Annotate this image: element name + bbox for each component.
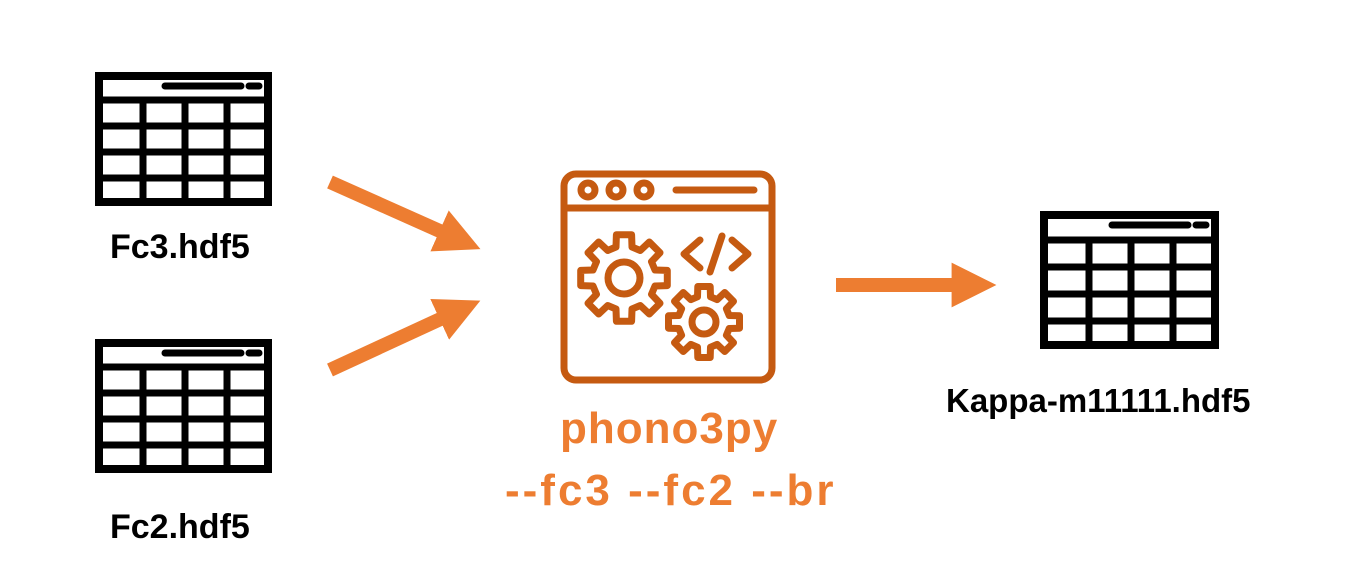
command-arguments: --fc3 --fc2 --br	[505, 466, 837, 515]
output-table-icon	[1040, 211, 1219, 349]
command-name: phono3py	[560, 404, 779, 453]
arrow-fc2-to-process	[327, 299, 481, 377]
fc3-filename-label: Fc3.hdf5	[110, 228, 250, 266]
fc2-table-icon	[95, 339, 272, 473]
fc3-table-icon	[95, 72, 272, 206]
small-gear-icon	[665, 283, 743, 361]
fc2-filename-label: Fc2.hdf5	[110, 508, 250, 546]
output-filename-label: Kappa-m11111.hdf5	[946, 382, 1251, 419]
arrow-fc3-to-process	[327, 175, 481, 252]
code-window-gears-icon	[560, 170, 776, 384]
large-gear-icon	[577, 231, 671, 325]
